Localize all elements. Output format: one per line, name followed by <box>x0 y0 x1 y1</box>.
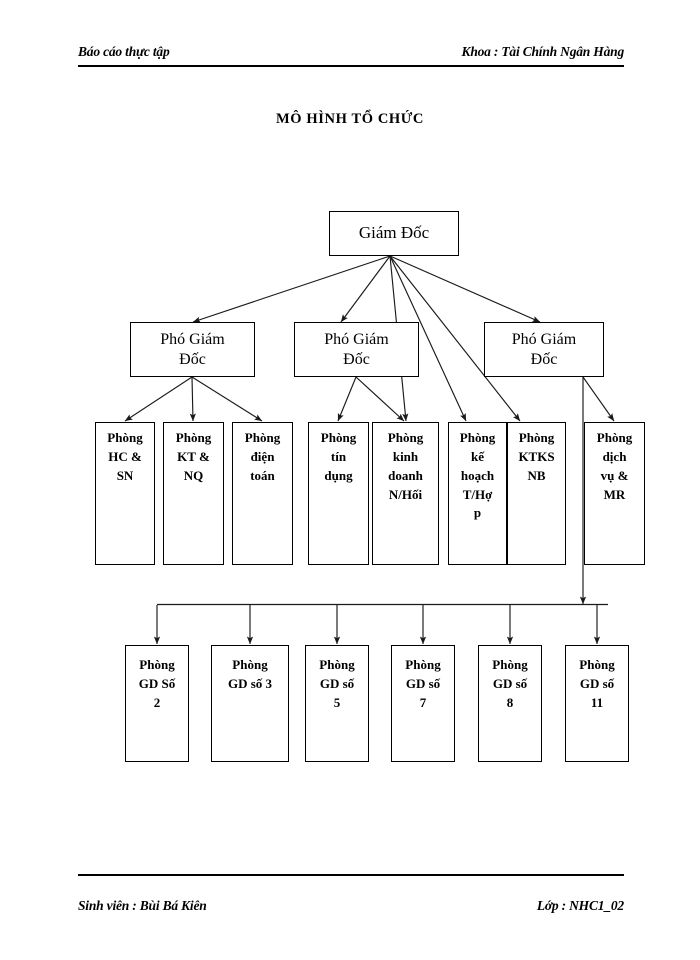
node-label: Phòng HC & SN <box>107 430 143 483</box>
edge-deputy1-dept-2 <box>189 376 196 422</box>
page-footer: Sinh viên : Bùi Bá Kiên Lớp : NHC1_02 <box>78 898 624 914</box>
node-label: Phòng GD số 7 <box>405 657 441 710</box>
node-phong-tin-dung: Phòng tín dụng <box>308 422 369 565</box>
node-pho-giam-doc-2: Phó Giám Đốc <box>294 322 419 377</box>
node-giam-doc: Giám Đốc <box>329 211 459 256</box>
page-header: Báo cáo thực tập Khoa : Tài Chính Ngân H… <box>78 44 624 60</box>
footer-right-text: Lớp : NHC1_02 <box>536 898 624 913</box>
node-label: Phòng GD số 11 <box>579 657 615 710</box>
node-label: Phòng KTKS NB <box>518 430 555 483</box>
node-phong-gd-so-11: Phòng GD số 11 <box>565 645 629 762</box>
edge-deputy2-dept-4 <box>337 376 357 422</box>
node-phong-dien-toan: Phòng điện toán <box>232 422 293 565</box>
node-pho-giam-doc-3: Phó Giám Đốc <box>484 322 604 377</box>
node-label: Phòng GD số 5 <box>319 657 355 710</box>
node-phong-gd-so-5: Phòng GD số 5 <box>305 645 369 762</box>
header-right-text: Khoa : Tài Chính Ngân Hàng <box>461 44 625 59</box>
node-label: Phòng GD Số 2 <box>138 657 176 710</box>
edge-deputy1-dept-1 <box>124 376 193 422</box>
node-phong-dich-vu-mr: Phòng dịch vụ & MR <box>584 422 645 565</box>
edge-deputy2-dept-5 <box>355 376 405 422</box>
node-phong-gd-so-3: Phòng GD số 3 <box>211 645 289 762</box>
node-label: Phó Giám Đốc <box>511 330 577 368</box>
header-rule <box>78 65 624 67</box>
node-label: Phó Giám Đốc <box>324 330 389 368</box>
node-label: Giám Đốc <box>358 223 430 243</box>
node-label: Phòng kế hoạch T/Hợ p <box>459 430 496 521</box>
node-phong-gd-so-8: Phòng GD số 8 <box>478 645 542 762</box>
node-label: Phòng GD số 3 <box>227 657 273 691</box>
node-label: Phó Giám Đốc <box>160 330 225 368</box>
edge-root-deputy-1 <box>192 255 391 323</box>
footer-rule <box>78 874 624 876</box>
node-phong-gd-so-2: Phòng GD Số 2 <box>125 645 189 762</box>
node-pho-giam-doc-1: Phó Giám Đốc <box>130 322 255 377</box>
node-label: Phòng điện toán <box>244 430 281 483</box>
node-phong-kinh-doanh-nhoi: Phòng kinh doanh N/Hối <box>372 422 439 565</box>
node-label: Phòng tín dụng <box>320 430 357 483</box>
node-label: Phòng kinh doanh N/Hối <box>387 430 424 502</box>
node-phong-ktks-nb: Phòng KTKS NB <box>507 422 566 565</box>
node-label: Phòng dịch vụ & MR <box>596 430 633 502</box>
node-phong-ke-hoach-thop: Phòng kế hoạch T/Hợ p <box>448 422 507 565</box>
node-phong-gd-so-7: Phòng GD số 7 <box>391 645 455 762</box>
node-label: Phòng KT & NQ <box>175 430 212 483</box>
footer-left-text: Sinh viên : Bùi Bá Kiên <box>78 898 207 913</box>
edge-root-deputy-2 <box>340 255 391 323</box>
edge-deputy3-dept-8 <box>582 376 615 422</box>
node-phong-hc-sn: Phòng HC & SN <box>95 422 155 565</box>
node-phong-kt-nq: Phòng KT & NQ <box>163 422 224 565</box>
header-left-text: Báo cáo thực tập <box>78 44 170 59</box>
page-title: MÔ HÌNH TỔ CHỨC <box>276 111 424 127</box>
node-label: Phòng GD số 8 <box>492 657 528 710</box>
edge-deputy1-dept-3 <box>191 376 263 422</box>
edge-root-deputy-3 <box>389 255 541 323</box>
